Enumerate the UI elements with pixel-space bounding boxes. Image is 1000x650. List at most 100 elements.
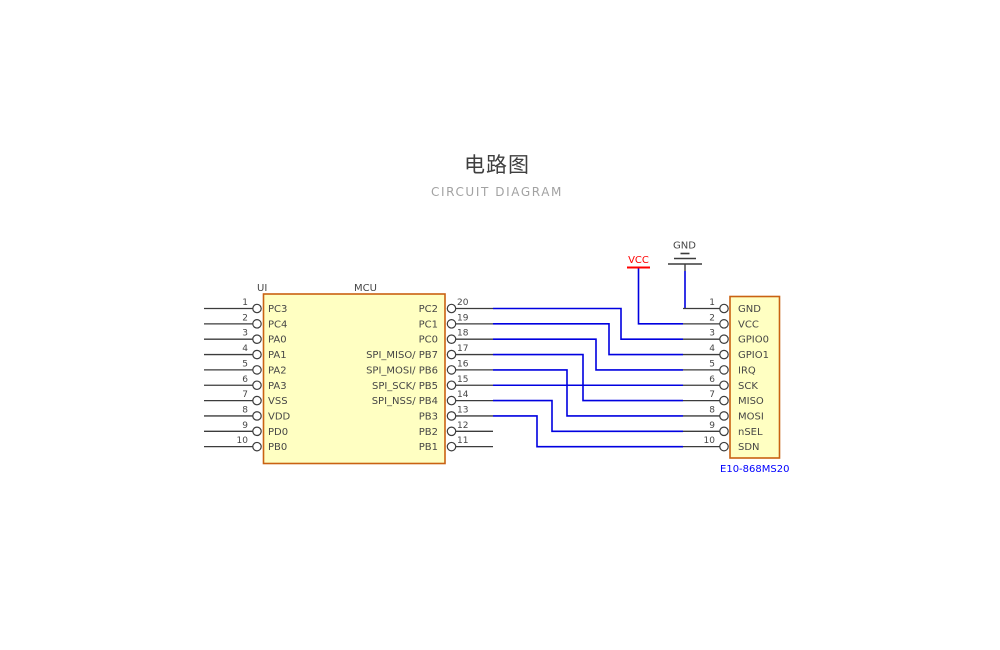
mcu-left-pin-label: PD0	[268, 427, 288, 438]
mcu-right-pin-label: PB2	[419, 427, 438, 438]
mcu-left-pin-number: 5	[242, 359, 248, 369]
pin-circle	[719, 441, 729, 452]
module-pin-number: 4	[709, 344, 715, 354]
mcu-right-pin-number: 13	[457, 405, 468, 415]
module-pin-label: IRQ	[738, 365, 756, 376]
module-pin-label: SDN	[738, 442, 760, 453]
signal-wire	[493, 415, 683, 448]
pin-circle	[252, 349, 262, 360]
module-pin-number: 5	[709, 359, 715, 369]
signal-wire	[493, 399, 683, 433]
module-pin-label: MOSI	[738, 411, 764, 422]
pin-circle	[252, 395, 262, 406]
pin-circle	[719, 303, 729, 314]
module-pin-label: SCK	[738, 381, 758, 392]
wires-layer	[493, 268, 686, 448]
mcu-left-pin-label: PC4	[268, 319, 287, 330]
power-symbols-layer	[627, 252, 702, 271]
pin-circle	[719, 411, 729, 421]
pin-circle	[446, 365, 457, 375]
mcu-right-pin-label: PC0	[419, 335, 438, 346]
mcu-right-pin-number: 18	[457, 329, 469, 339]
labels-layer: UI MCU VCC GND E10-868MS20	[257, 241, 789, 476]
mcu-right-pin-label: PB3	[419, 411, 438, 422]
mcu-left-pin-number: 7	[242, 390, 248, 400]
pin-circle	[446, 303, 457, 314]
module-pin-label: VCC	[738, 319, 759, 330]
pin-circle	[446, 319, 457, 329]
pin-circle	[719, 426, 729, 437]
pin-text-layer: 1PC32PC43PA04PA15PA26PA37VSS8VDD9PD010PB…	[237, 298, 769, 453]
mcu-right-pin-label: PC1	[419, 319, 438, 330]
pin-circle	[719, 380, 729, 391]
page-subtitle: CIRCUIT DIAGRAM	[431, 185, 563, 199]
pin-circle	[252, 426, 262, 437]
pin-circle	[719, 395, 729, 406]
pin-circle	[719, 319, 729, 329]
page-title: 电路图	[464, 153, 530, 177]
mcu-right-pin-number: 16	[457, 359, 469, 369]
pin-circle	[719, 365, 729, 375]
mcu-right-pin-number: 12	[457, 421, 468, 431]
mcu-left-pin-label: VSS	[268, 396, 288, 407]
module-pin-number: 7	[709, 390, 715, 400]
pin-circle	[446, 411, 457, 421]
mcu-right-pin-number: 20	[457, 298, 469, 308]
vcc-wire	[637, 268, 683, 325]
signal-wire	[493, 307, 683, 341]
pin-circle	[252, 319, 262, 329]
pin-circle	[719, 334, 729, 344]
mcu-right-pin-number: 19	[457, 313, 469, 323]
module-pin-label: GPIO1	[738, 350, 769, 361]
mcu-left-pin-label: VDD	[268, 411, 291, 422]
module-pin-label: nSEL	[738, 427, 763, 438]
module-pin-number: 9	[709, 421, 715, 431]
pin-circle	[446, 334, 457, 344]
pin-circle	[252, 441, 262, 452]
signal-wire	[493, 353, 683, 402]
mcu-left-pin-label: PB0	[268, 442, 287, 453]
mcu-left-pin-number: 9	[242, 421, 248, 431]
pin-circle	[446, 426, 457, 437]
pin-circle	[446, 441, 457, 452]
mcu-right-pin-label: PC2	[419, 304, 438, 315]
pin-circle	[446, 380, 457, 391]
pin-circle	[252, 303, 262, 314]
mcu-right-pin-label: SPI_MISO/ PB7	[366, 350, 438, 361]
mcu-right-pin-number: 17	[457, 344, 468, 354]
module-pin-number: 6	[709, 375, 715, 385]
mcu-right-pin-number: 14	[457, 390, 469, 400]
mcu-left-pin-label: PA1	[268, 350, 287, 361]
mcu-name-label: MCU	[354, 283, 377, 294]
vcc-power-label: VCC	[628, 255, 649, 266]
module-pin-number: 8	[709, 405, 715, 415]
module-pin-label: GPIO0	[738, 335, 769, 346]
pin-stubs-layer	[204, 307, 720, 448]
mcu-left-pin-number: 3	[242, 329, 248, 339]
mcu-left-pin-label: PA0	[268, 335, 287, 346]
mcu-left-pin-number: 1	[242, 298, 248, 308]
pin-circle	[446, 395, 457, 406]
module-pin-label: MISO	[738, 396, 764, 407]
module-pin-number: 3	[709, 329, 715, 339]
mcu-left-pin-number: 8	[242, 405, 248, 415]
module-pin-number: 10	[704, 436, 716, 446]
mcu-right-pin-label: SPI_SCK/ PB5	[372, 381, 438, 392]
signal-wire	[493, 323, 683, 356]
pin-circle	[719, 349, 729, 360]
mcu-left-pin-number: 4	[242, 344, 248, 354]
mcu-right-pin-label: PB1	[419, 442, 438, 453]
mcu-left-pin-number: 10	[237, 436, 249, 446]
mcu-right-pin-label: SPI_NSS/ PB4	[372, 396, 438, 407]
module-pin-label: GND	[738, 304, 761, 315]
mcu-designator-label: UI	[257, 283, 267, 294]
mcu-left-pin-label: PA2	[268, 365, 287, 376]
module-block	[729, 295, 781, 459]
module-pin-number: 2	[709, 313, 715, 323]
mcu-left-pin-label: PA3	[268, 381, 287, 392]
mcu-right-pin-number: 11	[457, 436, 468, 446]
pin-circles-layer	[252, 303, 729, 452]
mcu-block	[262, 293, 446, 465]
pin-circle	[252, 365, 262, 375]
